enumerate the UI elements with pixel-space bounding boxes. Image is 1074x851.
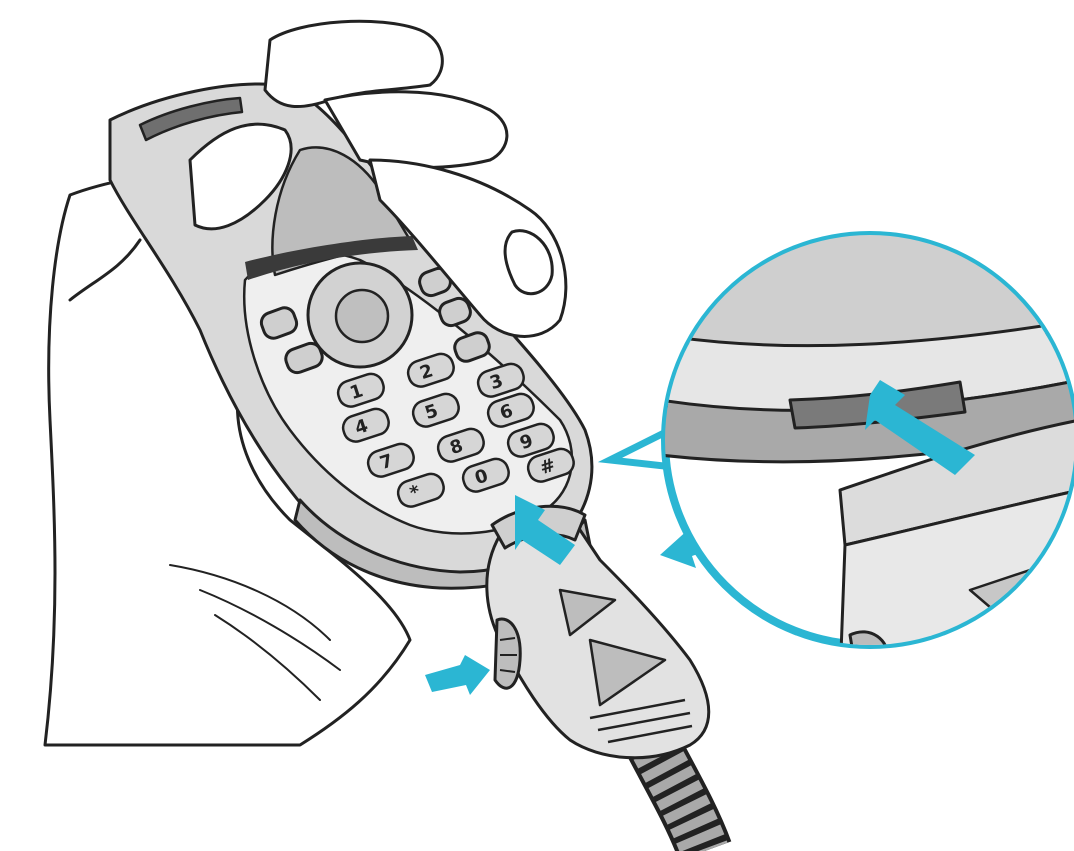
zoom-callout-icon (610, 231, 1074, 680)
side-press-arrow-icon (425, 655, 490, 695)
connector-side-release-button (495, 619, 520, 688)
navigation-center (336, 290, 388, 342)
